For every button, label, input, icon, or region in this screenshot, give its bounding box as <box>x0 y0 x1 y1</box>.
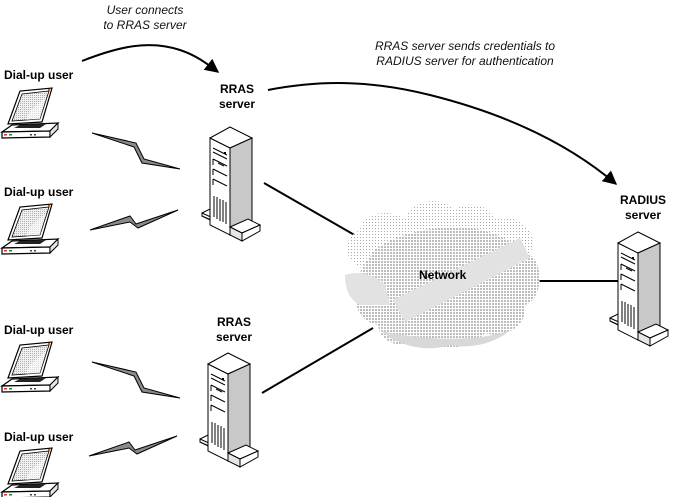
dialup-link-icon-4 <box>88 435 178 457</box>
rras-server-bottom-label-line2: server <box>215 330 253 344</box>
rras-server-bottom-icon <box>199 352 259 468</box>
laptop-icon-1 <box>1 87 59 139</box>
user-label-3: Dial-up user <box>4 323 74 337</box>
rras-server-bottom-label: RRAS server <box>209 315 259 345</box>
dialup-link-icon-2 <box>89 209 179 231</box>
rras-server-top-label: RRAS server <box>212 82 262 112</box>
radius-server-icon <box>609 231 669 347</box>
annotation-user-connects-line1: User connects <box>106 3 184 17</box>
annotation-user-connects-line2: to RRAS server <box>103 18 187 32</box>
user-label-1: Dial-up user <box>4 68 74 82</box>
link-rras-top-network <box>263 182 359 238</box>
laptop-icon-2 <box>1 203 59 255</box>
link-rras-bottom-network <box>261 327 374 394</box>
network-cloud-icon <box>345 201 540 349</box>
rras-server-bottom-label-line1: RRAS <box>216 315 251 329</box>
arrow-user-to-rras <box>81 44 220 73</box>
user-label-2: Dial-up user <box>4 185 74 199</box>
user-label-4: Dial-up user <box>4 430 74 444</box>
dialup-link-icon-1 <box>91 132 181 170</box>
annotation-user-connects: User connects to RRAS server <box>90 3 200 33</box>
dialup-link-icon-3 <box>91 361 181 399</box>
rras-server-top-label-line1: RRAS <box>219 82 254 96</box>
laptop-icon-3 <box>1 341 59 393</box>
annotation-rras-sends-line2: RADIUS server for authentication <box>376 54 554 68</box>
annotation-rras-sends-line1: RRAS server sends credentials to <box>374 39 556 53</box>
arrow-rras-to-radius <box>267 82 618 185</box>
rras-server-top-label-line2: server <box>218 97 256 111</box>
radius-server-label-line1: RADIUS <box>619 193 666 207</box>
network-label: Network <box>419 268 467 282</box>
laptop-icon-4 <box>1 447 59 497</box>
radius-server-label-line2: server <box>624 208 662 222</box>
rras-server-top-icon <box>201 126 261 242</box>
radius-server-label: RADIUS server <box>612 193 674 223</box>
annotation-rras-sends: RRAS server sends credentials to RADIUS … <box>365 39 565 69</box>
